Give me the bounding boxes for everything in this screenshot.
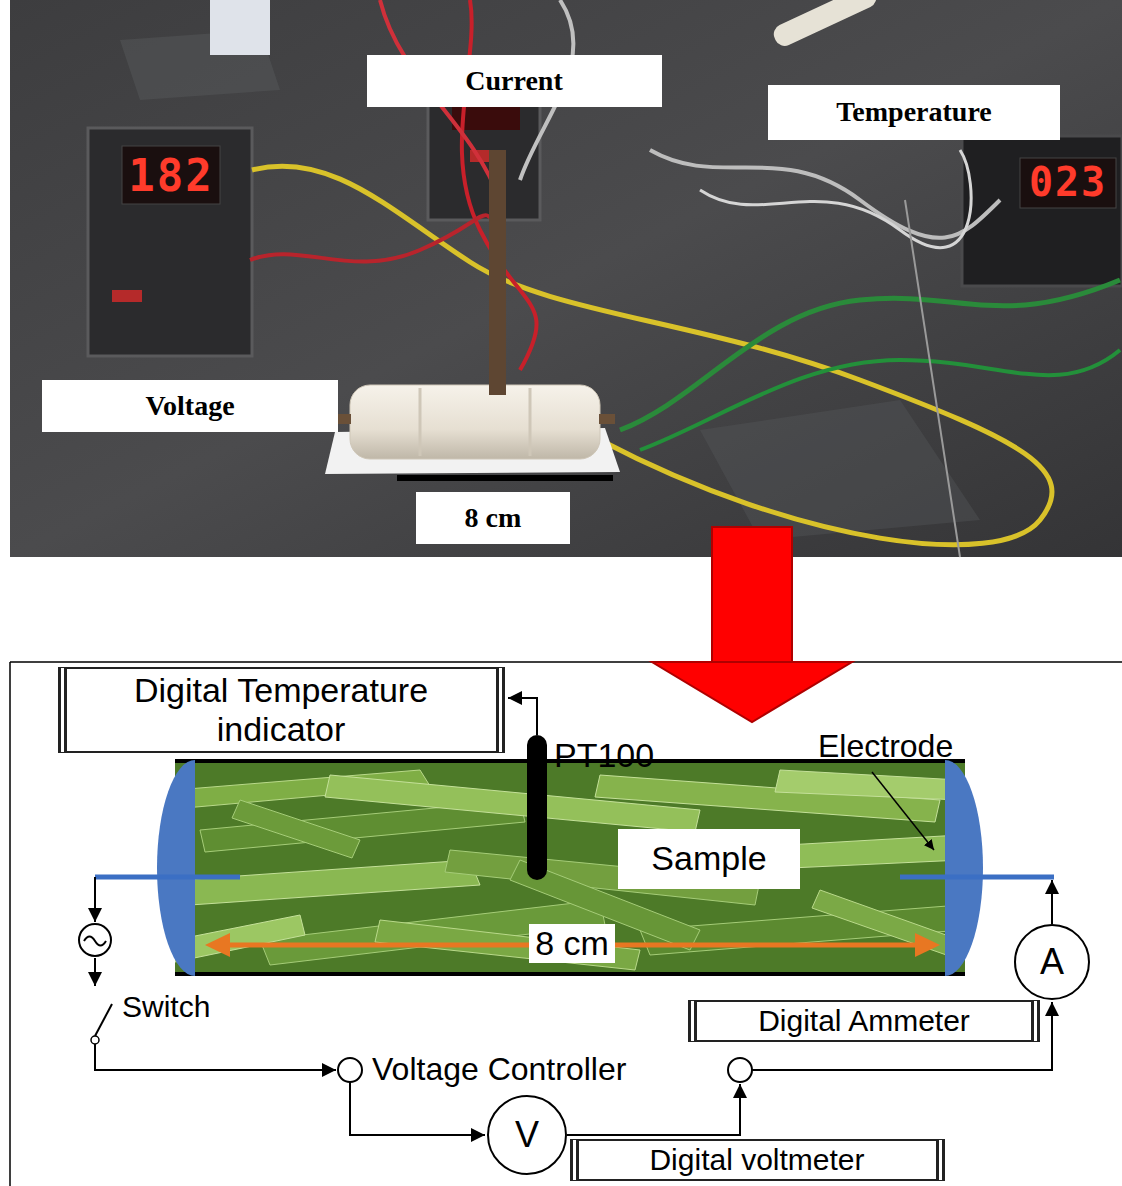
led-reading: 023 (1029, 159, 1107, 205)
instrument-box: Digital voltmeter (570, 1139, 945, 1182)
arrow-shaft (712, 527, 792, 665)
node-text: Voltage (145, 390, 234, 422)
node-text: A (1040, 941, 1064, 982)
electrode-cap (157, 760, 195, 976)
node-text: 8 cm (465, 502, 522, 534)
photo-label: Temperature (768, 85, 1060, 140)
scale-label: 8 cm (416, 492, 570, 544)
node-text: Temperature (836, 96, 992, 128)
node-text: Sample (651, 839, 766, 878)
wire (350, 1082, 485, 1135)
ammeter-symbol: A (1014, 924, 1090, 1000)
controller-terminal (728, 1058, 752, 1082)
leaf (232, 800, 360, 858)
electrode-end (599, 414, 615, 424)
electrode-cap (945, 760, 983, 976)
bench-surface (10, 0, 1122, 557)
tube-object (771, 0, 880, 49)
controller-terminal (338, 1058, 362, 1082)
led-display (1020, 158, 1116, 208)
switch-contact (91, 1036, 99, 1044)
node-text: V (515, 1114, 539, 1155)
pt100-probe (489, 150, 506, 395)
wire (94, 877, 96, 922)
node-text: Digital Ammeter (758, 1004, 970, 1039)
voltmeter-symbol: V (487, 1095, 567, 1175)
arrow-head (652, 662, 852, 722)
photo-label: Current (367, 55, 662, 107)
ac-sine (84, 937, 106, 946)
dimension-head (915, 933, 940, 957)
indicator-box: Digital Temperature indicator (58, 667, 505, 753)
voltmeter-housing (88, 128, 252, 356)
leaf-ground (175, 762, 965, 973)
leaf (180, 860, 480, 905)
grey-wire (650, 150, 1000, 238)
sample-box: Sample (618, 829, 800, 889)
leaf (812, 890, 960, 958)
panel-border (10, 662, 1122, 1186)
leader-line (872, 772, 934, 850)
led-reading: 182 (128, 151, 213, 202)
electrode-rod (900, 875, 1054, 880)
green-wire (640, 350, 1120, 450)
node-text: Current (465, 65, 562, 97)
red-wire (250, 215, 500, 261)
ac-source-symbol (79, 924, 111, 956)
tube-joint (419, 388, 422, 456)
wire (95, 1044, 336, 1070)
circuit-wires (95, 698, 1052, 1135)
sample-tube (350, 385, 600, 459)
dimension-label: 8 cm (529, 924, 615, 963)
leaf (775, 770, 960, 800)
part-label: Switch (122, 990, 210, 1025)
wire (1051, 880, 1053, 924)
sensor-wire (508, 698, 537, 735)
yellow-wire (252, 166, 1052, 545)
meter-badge (112, 290, 142, 302)
wire (567, 1084, 740, 1135)
photo-label: Voltage (42, 380, 338, 432)
wire (94, 958, 96, 986)
node-text: Digital Temperature indicator (81, 671, 482, 749)
instrument-box: Digital Ammeter (688, 1000, 1040, 1043)
scale-bar (397, 475, 613, 481)
bottle (210, 0, 270, 55)
bench-crack (905, 200, 960, 557)
part-label: Electrode (818, 728, 953, 765)
tube-wall (175, 972, 965, 976)
tube-joint (529, 388, 532, 456)
sensor-label: PT100 (554, 736, 654, 775)
bench-texture (700, 400, 980, 540)
led-display (122, 146, 220, 204)
part-label: Voltage Controller (372, 1051, 626, 1088)
dimension-head (205, 933, 230, 957)
electrode-rod (95, 875, 240, 880)
pt100-probe (527, 735, 547, 880)
switch-blade (95, 1004, 112, 1036)
grey-wire (700, 150, 971, 248)
green-wire (620, 280, 1120, 430)
red-arrow (652, 527, 852, 722)
node-text: Digital voltmeter (649, 1143, 864, 1178)
photo (10, 0, 1122, 557)
leaf-sample (175, 762, 965, 973)
